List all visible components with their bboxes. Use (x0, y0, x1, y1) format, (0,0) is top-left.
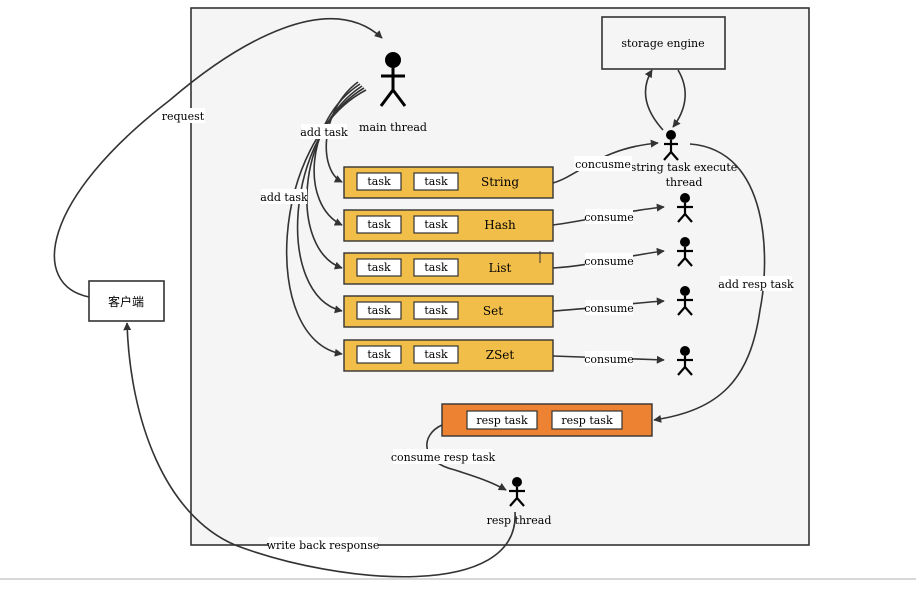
request-label: request (162, 110, 205, 123)
resp-task-label: resp task (561, 414, 613, 427)
queue-task-label: task (424, 348, 448, 361)
bottom-divider (0, 578, 916, 580)
consume-hash-label: consume (584, 211, 634, 224)
main-thread-actor-icon (379, 52, 407, 107)
consume-list-label: consume (584, 255, 634, 268)
edge-labels: request add task add task concusme consu… (161, 108, 794, 552)
edge-add-task-list (306, 85, 363, 270)
hash-consumer-actor-icon (677, 193, 693, 223)
zset-consumer-actor-icon (677, 346, 693, 376)
queue-task-label: task (367, 304, 391, 317)
edge-write-back (123, 322, 516, 578)
queue-task-cell (356, 215, 402, 234)
queue-name: Hash (484, 218, 516, 232)
edge-add-task-zset (285, 89, 367, 357)
consume-resp-task-label: consume resp task (391, 451, 496, 464)
queue-name: String (481, 175, 519, 189)
queue-task-label: task (424, 261, 448, 274)
queue-task-label: task (367, 261, 391, 274)
storage-engine: storage engine (601, 16, 726, 70)
consume-set-label: consume (584, 302, 634, 315)
main-thread-label: main thread (359, 121, 427, 134)
queue-task-cell (356, 301, 402, 320)
queue-set: task task Set (343, 295, 554, 328)
queue-task-label: task (367, 175, 391, 188)
queue-task-cell (356, 345, 402, 364)
resp-task-label: resp task (476, 414, 528, 427)
queue-task-cell (356, 258, 402, 277)
queue-task-cell (413, 172, 459, 191)
resp-thread-label: resp thread (487, 514, 552, 527)
queue-task-label: task (424, 304, 448, 317)
edge-add-task-hash (313, 83, 361, 226)
string-executor-label-line1: string task execute (631, 161, 738, 174)
add-task-label-2: add task (260, 191, 308, 204)
edge-storage-read (672, 69, 686, 128)
resp-queue: resp task resp task (441, 403, 653, 437)
edge-add-resp-task (653, 143, 766, 423)
string-executor-label-line2: thread (666, 176, 703, 189)
queue-task-label: task (424, 218, 448, 231)
queue-name: Set (483, 304, 503, 318)
queue-task-cell (356, 172, 402, 191)
queue-task-cell (413, 301, 459, 320)
queue-task-label: task (424, 175, 448, 188)
queue-name: List (489, 261, 512, 275)
queue-list: task task List (343, 251, 554, 285)
queue-task-label: task (367, 348, 391, 361)
storage-engine-label: storage engine (621, 37, 704, 50)
edge-consume-resp-task (426, 424, 507, 491)
queue-task-cell (413, 258, 459, 277)
queue-task-cell (413, 215, 459, 234)
queue-task-label: task (367, 218, 391, 231)
resp-thread-actor-icon (509, 477, 525, 507)
client-box: 客户端 (88, 280, 165, 322)
queue-task-cell (413, 345, 459, 364)
consume-zset-label: consume (584, 353, 634, 366)
resp-task-cell (466, 410, 538, 430)
list-consumer-actor-icon (677, 237, 693, 267)
edge-request (53, 18, 383, 298)
edge-storage-write (644, 69, 664, 131)
add-resp-task-label: add resp task (718, 278, 794, 291)
write-back-label: write back response (267, 539, 380, 552)
queue-zset: task task ZSet (343, 339, 554, 372)
queue-name: ZSet (486, 348, 515, 362)
client-label: 客户端 (108, 294, 144, 309)
queue-hash: task task Hash (343, 209, 554, 242)
add-task-label-1: add task (300, 126, 348, 139)
concusme-label: concusme (575, 158, 631, 171)
set-consumer-actor-icon (677, 286, 693, 316)
queue-string: task task String (343, 166, 554, 199)
string-executor-actor-icon (663, 130, 679, 161)
resp-task-cell (551, 410, 623, 430)
